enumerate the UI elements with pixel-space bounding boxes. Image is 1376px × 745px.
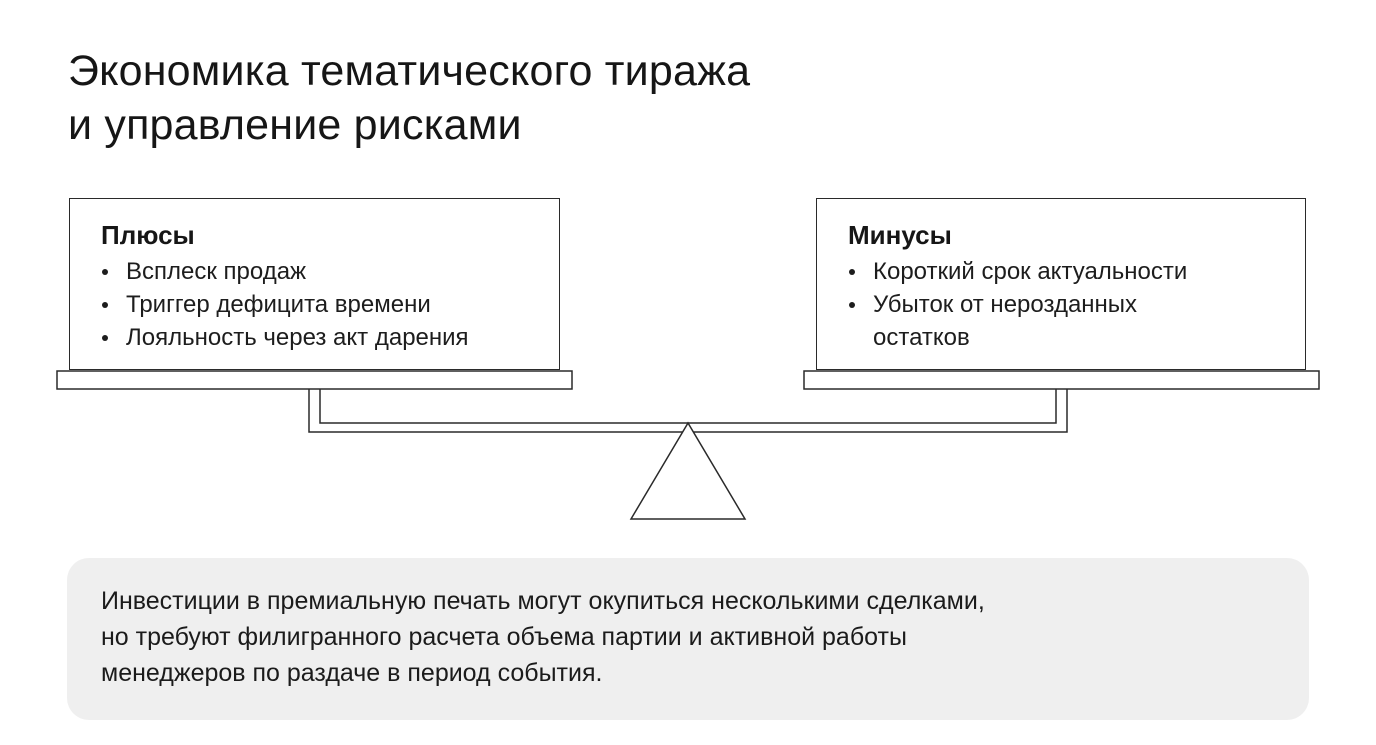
pros-list: Всплеск продаж Триггер дефицита времени … [101, 255, 529, 354]
pros-heading: Плюсы [101, 220, 195, 250]
pros-item: Триггер дефицита времени [101, 288, 529, 321]
cons-item: Короткий срок актуальности [848, 255, 1275, 288]
cons-list: Короткий срок актуальности Убыток от нер… [848, 255, 1275, 354]
page-title: Экономика тематического тиража и управле… [68, 44, 750, 152]
cons-panel: Минусы Короткий срок актуальности Убыток… [816, 198, 1306, 370]
right-pan [803, 370, 1320, 390]
summary-note-text: Инвестиции в премиальную печать могут ок… [101, 583, 1275, 691]
summary-note-line-2: но требуют филигранного расчета объема п… [101, 623, 907, 651]
cons-item: Убыток от нерозданных остатков [848, 288, 1275, 354]
summary-note: Инвестиции в премиальную печать могут ок… [67, 558, 1309, 720]
pros-item: Лояльность через акт дарения [101, 321, 529, 354]
page-title-line-1: Экономика тематического тиража [68, 47, 751, 95]
pros-panel: Плюсы Всплеск продаж Триггер дефицита вр… [69, 198, 560, 370]
page-title-line-2: и управление рисками [68, 101, 522, 149]
cons-heading: Минусы [848, 220, 952, 250]
beam-inner [319, 389, 1057, 424]
balance-scale [56, 370, 1320, 520]
summary-note-line-3: менеджеров по раздаче в период события. [101, 659, 603, 687]
pros-item: Всплеск продаж [101, 255, 529, 288]
summary-note-line-1: Инвестиции в премиальную печать могут ок… [101, 587, 985, 615]
left-pan [56, 370, 573, 390]
fulcrum [629, 421, 747, 520]
